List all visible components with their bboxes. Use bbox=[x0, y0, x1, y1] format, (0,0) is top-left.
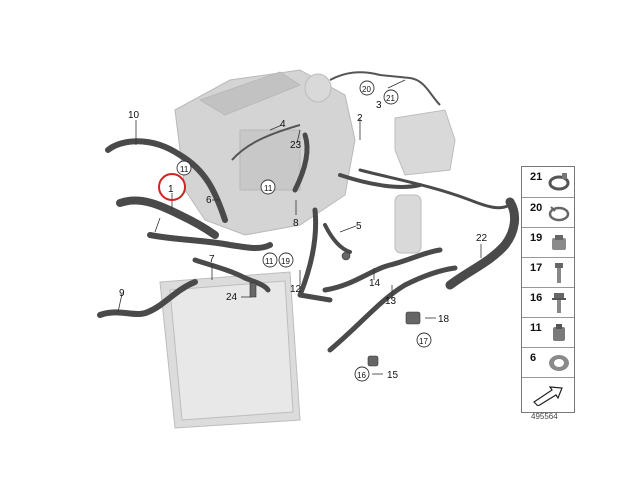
collar-bolt-icon bbox=[552, 293, 566, 313]
callout-2: 2 bbox=[357, 113, 363, 124]
hose-23 bbox=[292, 132, 310, 193]
hose-14 bbox=[322, 247, 443, 293]
hose-clamp-icon bbox=[548, 173, 570, 191]
spring-clamp-icon bbox=[548, 206, 570, 222]
hose-long-upper bbox=[358, 168, 512, 210]
callout-16: 16 bbox=[357, 371, 366, 380]
legend-label: 16 bbox=[530, 292, 543, 304]
callout-15: 15 bbox=[387, 370, 399, 381]
expansion-tank bbox=[304, 73, 456, 176]
leader-lines bbox=[117, 79, 482, 375]
callout-22: 22 bbox=[476, 233, 488, 244]
parts-legend: 21 20 19 17 16 11 bbox=[521, 166, 575, 413]
vent-line bbox=[231, 71, 441, 161]
legend-label: 20 bbox=[530, 202, 543, 214]
callout-7: 7 bbox=[209, 254, 215, 265]
diagram-id: 495564 bbox=[531, 412, 558, 421]
legend-item-11: 11 bbox=[522, 317, 574, 348]
callout-17: 17 bbox=[419, 337, 428, 346]
callout-11c: 11 bbox=[264, 184, 273, 193]
engine-block bbox=[174, 69, 356, 236]
legend-label: 17 bbox=[530, 262, 543, 274]
legend-item-19: 19 bbox=[522, 227, 574, 258]
legend-label: 19 bbox=[530, 232, 543, 244]
hose-engine-to-tank bbox=[338, 173, 422, 189]
callout-labels: 1 2 3 4 5 6 7 8 9 10 11 11 11 12 13 14 1… bbox=[119, 85, 488, 381]
callout-1-highlight bbox=[158, 173, 186, 201]
callout-11a: 11 bbox=[180, 165, 189, 174]
callout-12: 12 bbox=[290, 284, 302, 295]
legend-item-arrow bbox=[522, 377, 574, 412]
radiator bbox=[159, 271, 301, 429]
arrow-icon bbox=[533, 386, 563, 406]
legend-label: 21 bbox=[530, 171, 543, 183]
bolt-icon bbox=[555, 263, 563, 283]
circled-callout-markers bbox=[176, 80, 432, 382]
callout-1: 1 bbox=[168, 184, 174, 195]
callout-4: 4 bbox=[280, 119, 286, 130]
legend-label: 6 bbox=[530, 352, 537, 364]
hose-22 bbox=[445, 197, 520, 290]
clip-icon bbox=[552, 235, 566, 250]
callout-8: 8 bbox=[293, 218, 299, 229]
callout-5: 5 bbox=[356, 221, 362, 232]
callout-24: 24 bbox=[226, 292, 238, 303]
callout-6: 6 bbox=[206, 195, 212, 206]
callout-19: 19 bbox=[281, 257, 290, 266]
seal-ring-icon bbox=[549, 355, 569, 371]
hose-7 bbox=[147, 232, 273, 251]
hose-13 bbox=[327, 265, 458, 353]
callout-9: 9 bbox=[119, 288, 125, 299]
legend-item-17: 17 bbox=[522, 257, 574, 288]
callout-18: 18 bbox=[438, 314, 450, 325]
legend-item-6: 6 bbox=[522, 347, 574, 378]
hose-12 bbox=[297, 207, 333, 303]
hose-7-lower bbox=[192, 257, 271, 293]
auxiliary-pump bbox=[394, 194, 422, 254]
callout-11b: 11 bbox=[265, 257, 274, 266]
legend-item-16: 16 bbox=[522, 287, 574, 318]
callout-3: 3 bbox=[376, 100, 382, 111]
legend-item-21: 21 bbox=[522, 167, 574, 197]
callout-13: 13 bbox=[385, 296, 397, 307]
connector-parts bbox=[249, 251, 421, 367]
callout-20: 20 bbox=[362, 85, 371, 94]
callout-14: 14 bbox=[369, 278, 381, 289]
callout-21: 21 bbox=[386, 94, 395, 103]
callout-23: 23 bbox=[290, 140, 302, 151]
hose-10 bbox=[105, 138, 228, 223]
callout-10: 10 bbox=[128, 110, 140, 121]
clip-icon bbox=[553, 324, 565, 341]
hose-9 bbox=[97, 279, 198, 318]
hose-5 bbox=[323, 223, 352, 254]
legend-label: 11 bbox=[530, 322, 542, 334]
coolant-hoses bbox=[97, 132, 520, 353]
hose-1 bbox=[116, 196, 219, 239]
legend-item-20: 20 bbox=[522, 197, 574, 228]
